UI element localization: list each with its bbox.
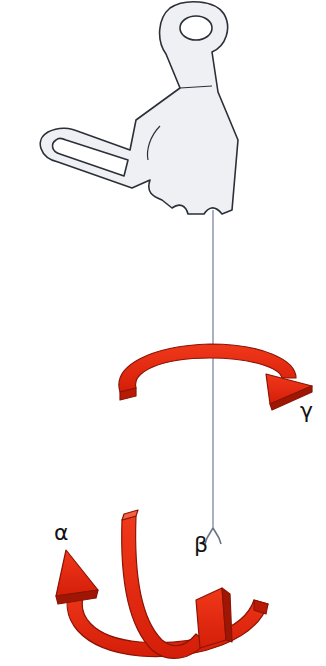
rotation-arrow-beta xyxy=(122,510,232,658)
cable xyxy=(205,210,221,544)
rotation-arrow-gamma xyxy=(119,344,312,410)
angle-label: γ xyxy=(300,400,313,422)
angle-label: β xyxy=(194,534,208,556)
angle-label: α xyxy=(54,522,69,544)
gripper-handle xyxy=(40,2,238,214)
